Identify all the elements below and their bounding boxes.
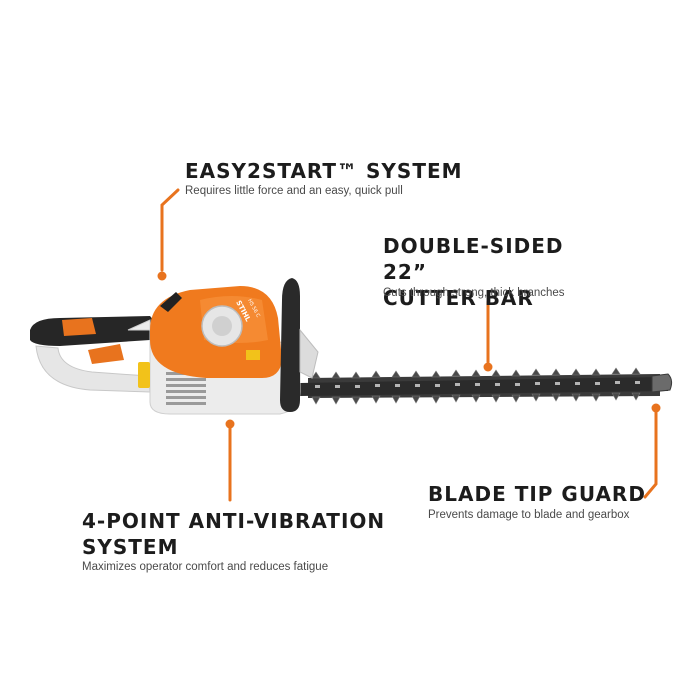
feature-title-anti-vibration-line2: SYSTEM [82, 535, 179, 559]
feature-desc-blade-tip-guard: Prevents damage to blade and gearbox [428, 509, 630, 521]
trigger-lockout [62, 318, 96, 336]
feature-title-cutter-bar-line2: CUTTER BAR [383, 286, 534, 310]
throttle-trigger [88, 344, 124, 364]
feature-title-easy2start: EASY2START™ SYSTEM [185, 159, 463, 183]
engine-cover [150, 286, 282, 378]
callout-lines [160, 188, 658, 502]
callout-tip-guard-line [643, 410, 658, 499]
callout-dots [157, 271, 661, 429]
blade-tip-guard [651, 373, 673, 393]
feature-title-cutter-bar-line1: DOUBLE-SIDED 22” [383, 234, 564, 284]
feature-title-anti-vibration: 4-POINT ANTI-VIBRATION SYSTEM [82, 508, 412, 560]
gearbox [299, 328, 319, 379]
callout-tip-guard-dot [651, 403, 661, 413]
feature-title-anti-vibration-line1: 4-POINT ANTI-VIBRATION [82, 509, 386, 533]
callout-easy2start-line [160, 188, 180, 272]
callout-cutter-bar-dot [483, 362, 493, 372]
starter-grip [160, 292, 182, 312]
feature-desc-anti-vibration: Maximizes operator comfort and reduces f… [82, 561, 329, 573]
feature-desc-easy2start: Requires little force and an easy, quick… [185, 185, 403, 197]
callout-easy2start-dot [157, 271, 167, 281]
feature-title-blade-tip-guard: BLADE TIP GUARD [428, 482, 646, 506]
cutter-bar [300, 367, 670, 405]
feature-title-cutter-bar: DOUBLE-SIDED 22” CUTTER BAR [383, 233, 603, 311]
warning-label [138, 362, 150, 388]
rear-handle [30, 316, 160, 364]
feature-desc-cutter-bar: Cuts through strong, thick branches [383, 287, 565, 299]
front-handle [280, 278, 300, 412]
callout-anti-vibration-dot [225, 419, 235, 429]
